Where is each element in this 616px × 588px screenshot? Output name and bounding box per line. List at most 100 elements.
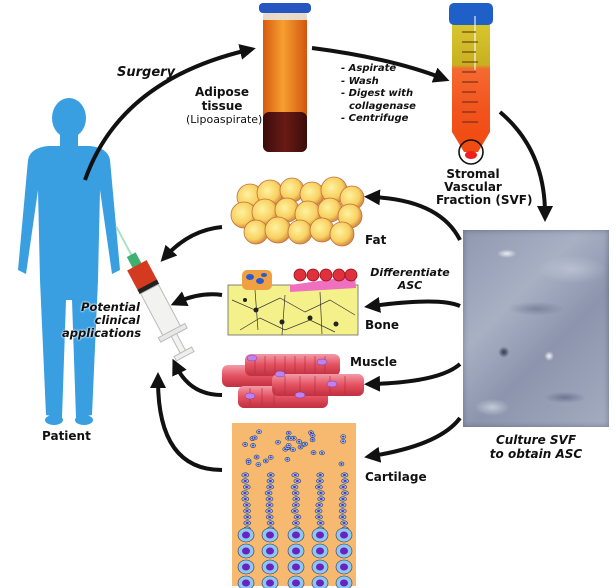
label-cartilage: Cartilage — [365, 470, 427, 484]
applications-line2: clinical — [94, 313, 140, 327]
syringe-icon — [115, 225, 195, 362]
cartilage-cell-nucleus — [316, 510, 321, 512]
arrow-bone-to-application — [170, 291, 223, 306]
adipose-line2: tissue — [201, 99, 243, 113]
cartilage-cell-nucleus — [242, 579, 250, 587]
cartilage-cell-nucleus — [286, 458, 289, 461]
cartilage-cell-nucleus — [294, 522, 298, 524]
cartilage-cell-nucleus — [292, 486, 297, 488]
cartilage-illustration — [232, 423, 356, 588]
cartilage-cell-nucleus — [269, 456, 272, 459]
svf-line1: Stromal — [446, 167, 500, 181]
cartilage-cell-nucleus — [317, 516, 321, 518]
arrow-to-culture — [498, 110, 553, 222]
cartilage-cell-nucleus — [267, 510, 271, 512]
bone-illustration — [227, 268, 359, 336]
cartilage-cell-nucleus — [342, 435, 345, 438]
cartilage-cell-nucleus — [267, 498, 272, 500]
label-svf: Stromal Vascular Fraction (SVF) — [436, 167, 533, 207]
arrow-surgery — [83, 44, 256, 181]
cartilage-cell-nucleus — [316, 531, 324, 539]
label-surgery: Surgery — [117, 65, 176, 80]
cartilage-cell-nucleus — [266, 579, 274, 587]
step-wash: - Wash — [341, 75, 379, 87]
cartilage-cell-nucleus — [244, 443, 247, 446]
cartilage-cell-nucleus — [295, 480, 299, 482]
fat-cells-illustration — [230, 176, 365, 247]
cartilage-cell-nucleus — [257, 430, 261, 433]
cartilage-cell-nucleus — [340, 579, 348, 587]
cartilage-cell-nucleus — [268, 516, 272, 518]
cartilage-cells — [237, 429, 353, 588]
label-differentiate: Differentiate ASC — [368, 266, 452, 292]
cartilage-cell-nucleus — [276, 441, 280, 444]
arrow-culture-to-fat — [364, 189, 462, 241]
cartilage-cell-nucleus — [295, 516, 300, 518]
cartilage-cell-nucleus — [294, 504, 298, 506]
cartilage-cell-nucleus — [245, 504, 249, 506]
label-culture: Culture SVF to obtain ASC — [480, 433, 592, 461]
cartilage-cell-nucleus — [317, 504, 321, 506]
cartilage-cell-nucleus — [243, 498, 247, 500]
cartilage-cell-nucleus — [311, 438, 314, 441]
adipose-tube — [259, 3, 311, 152]
cartilage-cell-nucleus — [320, 451, 324, 454]
label-adipose-tissue: Adipose tissue (Lipoaspirate) — [186, 85, 263, 127]
adipose-line1: Adipose — [194, 85, 250, 99]
svf-line2: Vascular — [444, 180, 502, 194]
cartilage-cell-nucleus — [264, 460, 267, 462]
cartilage-cell-nucleus — [245, 486, 249, 488]
cartilage-cell-nucleus — [251, 444, 255, 447]
cartilage-cell-nucleus — [340, 463, 343, 465]
cartilage-cell-nucleus — [293, 474, 297, 476]
cartilage-cell-nucleus — [245, 516, 249, 518]
step-digest: - Digest with — [341, 88, 414, 99]
step-centrifuge: - Centrifuge — [341, 113, 409, 124]
adipose-line3: (Lipoaspirate) — [186, 113, 263, 126]
cartilage-cell-nucleus — [311, 434, 314, 437]
cartilage-cell-nucleus — [318, 474, 322, 476]
cartilage-cell-nucleus — [303, 443, 307, 445]
cartilage-cell-nucleus — [340, 563, 348, 571]
cartilage-cell-nucleus — [316, 563, 324, 571]
cartilage-cell-nucleus — [268, 480, 272, 482]
cartilage-cell-nucleus — [268, 486, 272, 488]
differentiate-line1: Differentiate — [370, 266, 450, 279]
cartilage-cell-nucleus — [341, 486, 345, 488]
cartilage-cell-nucleus — [257, 463, 260, 466]
cartilage-cell-nucleus — [268, 522, 273, 524]
arrow-culture-to-bone — [364, 297, 461, 313]
cartilage-cell-nucleus — [267, 504, 272, 506]
cartilage-cell-nucleus — [294, 492, 298, 494]
cartilage-cell-nucleus — [247, 461, 250, 464]
cartilage-cell-nucleus — [266, 531, 274, 539]
arrow-muscle-to-application — [172, 358, 223, 397]
cartilage-cell-nucleus — [299, 446, 302, 448]
cartilage-cell-nucleus — [292, 531, 300, 539]
arrow-cartilage-to-application — [150, 372, 223, 472]
arrow-to-svf-tube — [311, 46, 450, 83]
cartilage-cell-nucleus — [287, 444, 290, 447]
cartilage-cell-nucleus — [319, 492, 323, 494]
cartilage-cell-nucleus — [255, 456, 258, 458]
label-applications: Potential clinical applications — [62, 300, 141, 340]
cartilage-cell-nucleus — [341, 498, 345, 500]
arrow-fat-to-application — [160, 225, 223, 262]
cartilage-cell-nucleus — [309, 431, 313, 434]
cartilage-cell-nucleus — [343, 492, 347, 494]
processing-steps: - Aspirate - Wash - Digest with collagen… — [341, 63, 416, 126]
label-bone: Bone — [365, 318, 400, 332]
svf-line3: Fraction (SVF) — [436, 193, 533, 207]
cartilage-cell-nucleus — [294, 498, 298, 500]
cartilage-cell-nucleus — [243, 492, 247, 494]
cartilage-cell-nucleus — [316, 579, 324, 587]
cartilage-cell-nucleus — [318, 480, 322, 482]
cartilage-cell-nucleus — [292, 579, 300, 587]
cartilage-cell-nucleus — [291, 448, 295, 451]
applications-line1: Potential — [81, 300, 140, 314]
arrows — [83, 44, 553, 472]
cartilage-cell-nucleus — [341, 504, 345, 506]
cartilage-cell-nucleus — [343, 480, 347, 482]
cartilage-cell-nucleus — [341, 510, 345, 512]
